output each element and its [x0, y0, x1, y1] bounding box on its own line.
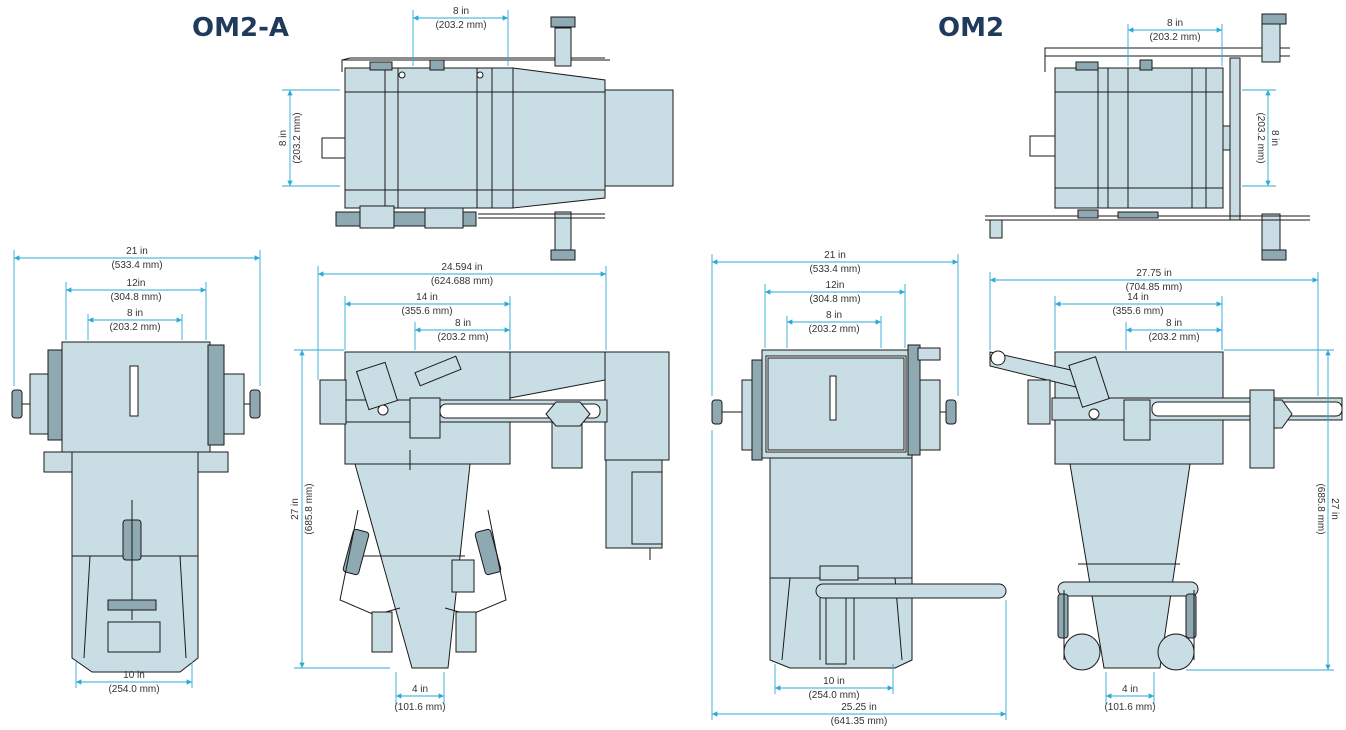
om2a-top-view: [321, 16, 674, 261]
dim-om2a-side-8: 8 in (203.2 mm): [414, 318, 511, 350]
dim-label: 4 in: [412, 684, 428, 695]
dim-label: 8 in: [455, 318, 471, 329]
dim-om2a-top-height: 8 in (203.2 mm): [278, 89, 340, 187]
dim-om2-front-arm: 25.25 in (641.35 mm): [711, 430, 1007, 727]
dim-label: (304.8 mm): [110, 292, 161, 303]
om2-front-view: [711, 344, 1007, 669]
dim-label: (685.8 mm): [304, 483, 315, 534]
dim-om2-front-bottom: 10 in (254.0 mm): [774, 664, 894, 701]
dim-label: (254.0 mm): [808, 690, 859, 701]
dim-om2-side-bottom: 4 in (101.6 mm): [1104, 672, 1156, 713]
dim-label: (685.8 mm): [1315, 483, 1326, 534]
dim-label: 10 in: [123, 670, 145, 681]
dim-label: 14 in: [416, 292, 438, 303]
dim-label: 27.75 in: [1136, 268, 1172, 279]
dim-label: (533.4 mm): [111, 260, 162, 271]
dim-label: 27 in: [290, 498, 301, 520]
dim-label: (624.688 mm): [431, 276, 493, 287]
dim-om2a-top-width: 8 in (203.2 mm): [412, 6, 509, 66]
om2-top-view: [985, 13, 1310, 261]
dim-label: (355.6 mm): [1112, 306, 1163, 317]
dim-label: 25.25 in: [841, 702, 877, 713]
dim-label: (533.4 mm): [809, 264, 860, 275]
dim-om2-side-overall: 27.75 in (704.85 mm): [989, 268, 1319, 396]
dim-label: 14 in: [1127, 292, 1149, 303]
dim-label: 8 in: [826, 310, 842, 321]
dim-om2a-front-8: 8 in (203.2 mm): [87, 308, 183, 340]
dim-om2a-side-height: 27 in (685.8 mm): [290, 349, 390, 669]
om2a-front-view: [11, 341, 261, 673]
dim-om2-front-8: 8 in (203.2 mm): [786, 310, 882, 348]
dim-label: (203.2 mm): [1149, 32, 1200, 43]
dim-label: (203.2 mm): [292, 112, 303, 163]
dim-label: 21 in: [824, 250, 846, 261]
dim-label: 27 in: [1329, 498, 1340, 520]
dim-label: 8 in: [453, 6, 469, 17]
dim-label: 4 in: [1122, 684, 1138, 695]
model-title-om2: OM2: [938, 13, 1004, 43]
dim-label: (203.2 mm): [808, 324, 859, 335]
dim-label: (704.85 mm): [1126, 282, 1183, 293]
model-title-om2a: OM2-A: [192, 13, 289, 43]
dim-om2-top-height: (203.2 mm) 8 in: [1242, 89, 1280, 187]
dim-om2-side-8: 8 in (203.2 mm): [1125, 318, 1223, 350]
dim-label: 8 in: [1166, 318, 1182, 329]
dim-label: (203.2 mm): [109, 322, 160, 333]
dim-label: 12in: [127, 278, 146, 289]
dim-om2-top-width: 8 in (203.2 mm): [1127, 18, 1223, 66]
om2-side-view: [989, 350, 1343, 671]
dim-om2a-front-overall: 21 in (533.4 mm): [13, 246, 261, 386]
dim-label: (355.6 mm): [401, 306, 452, 317]
dim-label: (101.6 mm): [1104, 702, 1155, 713]
dim-om2-front-overall: 21 in (533.4 mm): [711, 250, 959, 396]
dim-om2a-front-12: 12in (304.8 mm): [65, 278, 207, 340]
dim-label: 8 in: [127, 308, 143, 319]
dim-om2-front-12: 12in (304.8 mm): [764, 280, 906, 348]
dim-label: (203.2 mm): [435, 20, 486, 31]
dim-label: 10 in: [823, 676, 845, 687]
dim-om2a-front-bottom: 10 in (254.0 mm): [75, 662, 193, 695]
dim-label: 24.594 in: [441, 262, 482, 273]
dim-label: 8 in: [278, 130, 289, 146]
dim-om2a-side-overall: 24.594 in (624.688 mm): [317, 262, 607, 380]
dim-label: 8 in: [1167, 18, 1183, 29]
dim-label: 12in: [826, 280, 845, 291]
dim-label: (304.8 mm): [809, 294, 860, 305]
dim-label: 8 in: [1269, 130, 1280, 146]
dim-label: (203.2 mm): [437, 332, 488, 343]
om2a-side-view: [319, 351, 670, 669]
dim-label: (203.2 mm): [1255, 112, 1266, 163]
dim-label: (641.35 mm): [831, 716, 888, 727]
dim-label: (203.2 mm): [1148, 332, 1199, 343]
dim-om2a-side-bottom: 4 in (101.6 mm): [394, 672, 446, 713]
dim-label: (254.0 mm): [108, 684, 159, 695]
dim-label: 21 in: [126, 246, 148, 257]
dim-label: (101.6 mm): [394, 702, 445, 713]
dim-om2-side-height: (685.8 mm) 27 in: [1186, 349, 1340, 671]
